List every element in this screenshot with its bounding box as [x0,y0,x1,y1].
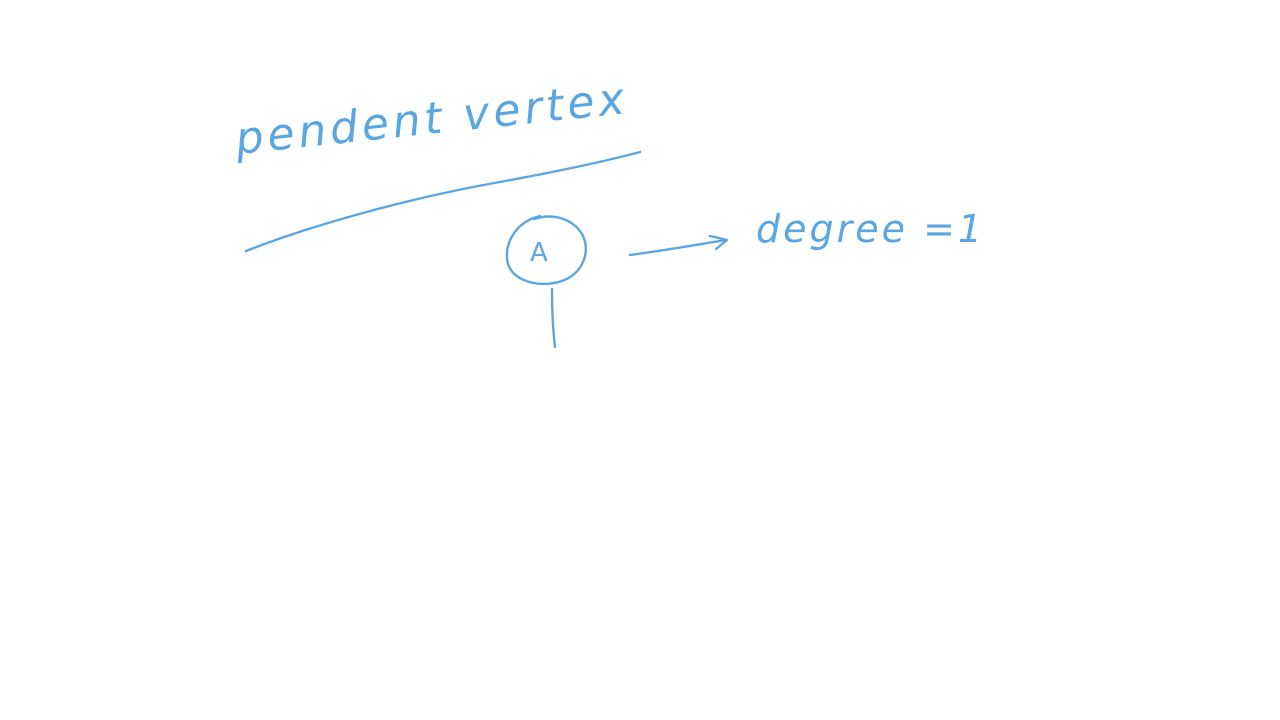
vertex-edge [550,287,557,349]
title-underline [244,150,642,253]
arrow-head [708,234,729,251]
vertex-label: A [530,238,548,268]
vertex-circle [505,214,587,285]
degree-annotation: degree =1 [756,207,986,251]
arrow-shaft [628,238,728,257]
